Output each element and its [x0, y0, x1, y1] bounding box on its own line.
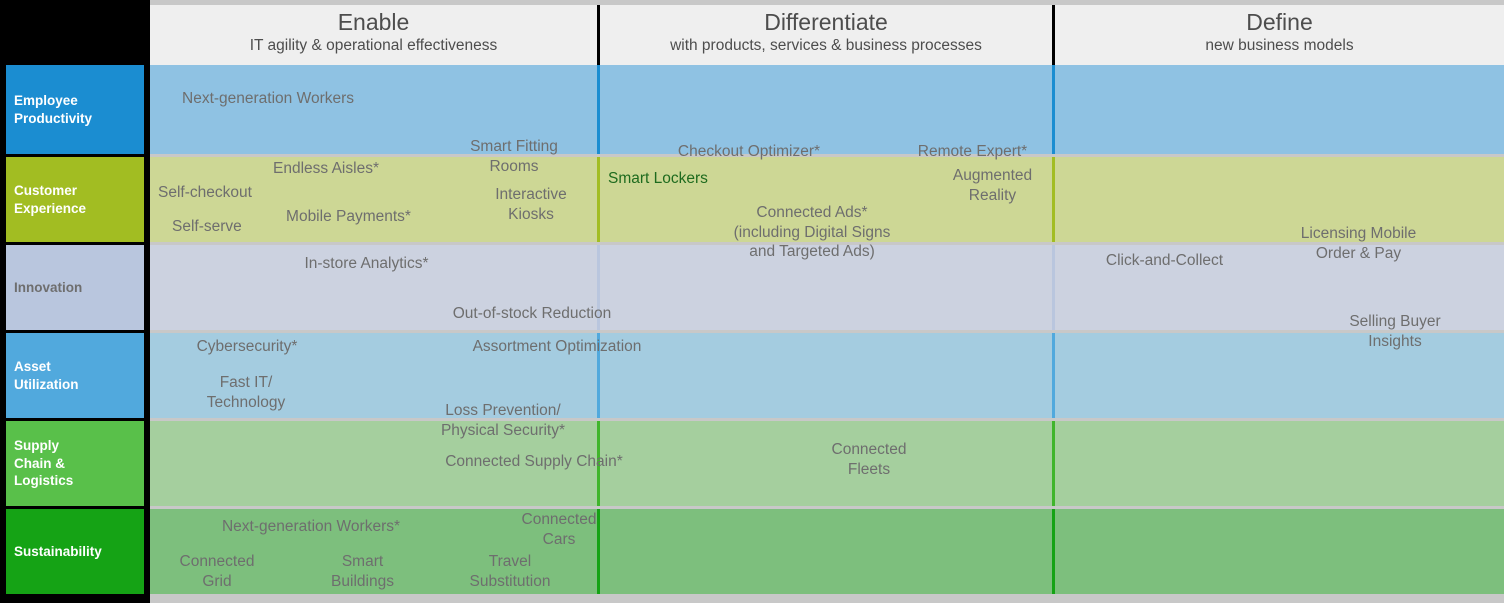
item-checkout-optimizer[interactable]: Checkout Optimizer*: [677, 143, 821, 160]
column-divider-sustainability-2: [1052, 509, 1055, 594]
column-divider-employee-productivity-1: [597, 65, 600, 154]
row-band-asset-utilization: [150, 333, 1504, 418]
column-divider-employee-productivity-2: [1052, 65, 1055, 154]
item-licensing-mobile-order-and-pay[interactable]: Licensing Mobile Order & Pay: [1300, 225, 1417, 262]
column-divider-customer-experience-2: [1052, 157, 1055, 242]
row-label-customer-experience[interactable]: Customer Experience: [6, 157, 144, 242]
item-loss-prevention-physical-security[interactable]: Loss Prevention/ Physical Security*: [440, 402, 566, 439]
item-travel-substitution[interactable]: Travel Substitution: [469, 553, 551, 590]
column-divider-innovation-1: [597, 245, 600, 330]
item-connected-fleets[interactable]: Connected Fleets: [831, 441, 907, 478]
item-out-of-stock-reduction[interactable]: Out-of-stock Reduction: [452, 305, 612, 322]
row-label-supply-chain[interactable]: Supply Chain & Logistics: [6, 421, 144, 506]
item-remote-expert[interactable]: Remote Expert*: [917, 143, 1028, 160]
item-next-generation-workers-sustainability[interactable]: Next-generation Workers*: [221, 518, 401, 535]
item-connected-cars[interactable]: Connected Cars: [521, 511, 597, 548]
row-label-text-customer-experience: Customer Experience: [14, 183, 87, 216]
row-label-text-sustainability: Sustainability: [14, 543, 102, 559]
item-interactive-kiosks[interactable]: Interactive Kiosks: [495, 186, 567, 223]
item-next-generation-workers[interactable]: Next-generation Workers: [182, 90, 355, 107]
item-assortment-optimization[interactable]: Assortment Optimization: [472, 338, 642, 355]
row-band-sustainability: [150, 509, 1504, 594]
column-title-differentiate: Differentiate: [764, 9, 888, 35]
item-mobile-payments[interactable]: Mobile Payments*: [286, 208, 411, 225]
item-selling-buyer-insights[interactable]: Selling Buyer Insights: [1349, 313, 1441, 350]
item-smart-fitting-rooms[interactable]: Smart Fitting Rooms: [470, 138, 558, 175]
column-header-enable: Enable IT agility & operational effective…: [150, 5, 597, 65]
row-label-asset-utilization[interactable]: Asset Utilization: [6, 333, 144, 418]
item-connected-grid[interactable]: Connected Grid: [179, 553, 255, 590]
item-fast-it-technology[interactable]: Fast IT/ Technology: [206, 374, 286, 411]
header-separator-1: [597, 5, 600, 65]
column-subtitle-differentiate: with products, services & business proce…: [670, 37, 982, 54]
item-endless-aisles[interactable]: Endless Aisles*: [273, 160, 379, 177]
column-divider-customer-experience-1: [597, 157, 600, 242]
row-label-text-supply-chain: Supply Chain & Logistics: [14, 438, 74, 489]
column-subtitle-define: new business models: [1205, 37, 1354, 54]
column-divider-innovation-2: [1052, 245, 1055, 330]
row-band-supply-chain: [150, 421, 1504, 506]
item-self-checkout[interactable]: Self-checkout: [158, 184, 252, 201]
column-title-define: Define: [1246, 9, 1313, 35]
column-divider-sustainability-1: [597, 509, 600, 594]
item-self-serve[interactable]: Self-serve: [172, 218, 242, 235]
item-in-store-analytics[interactable]: In-store Analytics*: [304, 255, 429, 272]
column-header-define: Define new business models: [1055, 5, 1504, 65]
item-cybersecurity[interactable]: Cybersecurity*: [196, 338, 298, 355]
row-band-employee-productivity: [150, 65, 1504, 154]
item-smart-lockers[interactable]: Smart Lockers: [608, 170, 708, 187]
row-label-text-innovation: Innovation: [14, 279, 83, 295]
row-label-innovation[interactable]: Innovation: [6, 245, 144, 330]
item-augmented-reality[interactable]: Augmented Reality: [952, 167, 1033, 204]
column-divider-asset-utilization-2: [1052, 333, 1055, 418]
column-subtitle-enable: IT agility & operational effectiveness: [249, 37, 498, 54]
row-label-text-employee-productivity: Employee Productivity: [14, 93, 93, 126]
column-divider-asset-utilization-1: [597, 333, 600, 418]
row-band-customer-experience: [150, 157, 1504, 242]
item-click-and-collect[interactable]: Click-and-Collect: [1105, 252, 1224, 269]
item-connected-ads[interactable]: Connected Ads* (including Digital Signs …: [733, 204, 891, 260]
column-header-differentiate: Differentiate with products, services & b…: [600, 5, 1052, 65]
column-divider-supply-chain-1: [597, 421, 600, 506]
item-smart-buildings[interactable]: Smart Buildings: [331, 553, 394, 590]
row-label-sustainability[interactable]: Sustainability: [6, 509, 144, 594]
column-title-enable: Enable: [337, 9, 410, 35]
column-divider-supply-chain-2: [1052, 421, 1055, 506]
row-band-innovation: [150, 245, 1504, 330]
header-separator-2: [1052, 5, 1055, 65]
item-connected-supply-chain[interactable]: Connected Supply Chain*: [445, 453, 623, 470]
row-label-employee-productivity[interactable]: Employee Productivity: [6, 65, 144, 154]
row-label-text-asset-utilization: Asset Utilization: [14, 359, 79, 392]
